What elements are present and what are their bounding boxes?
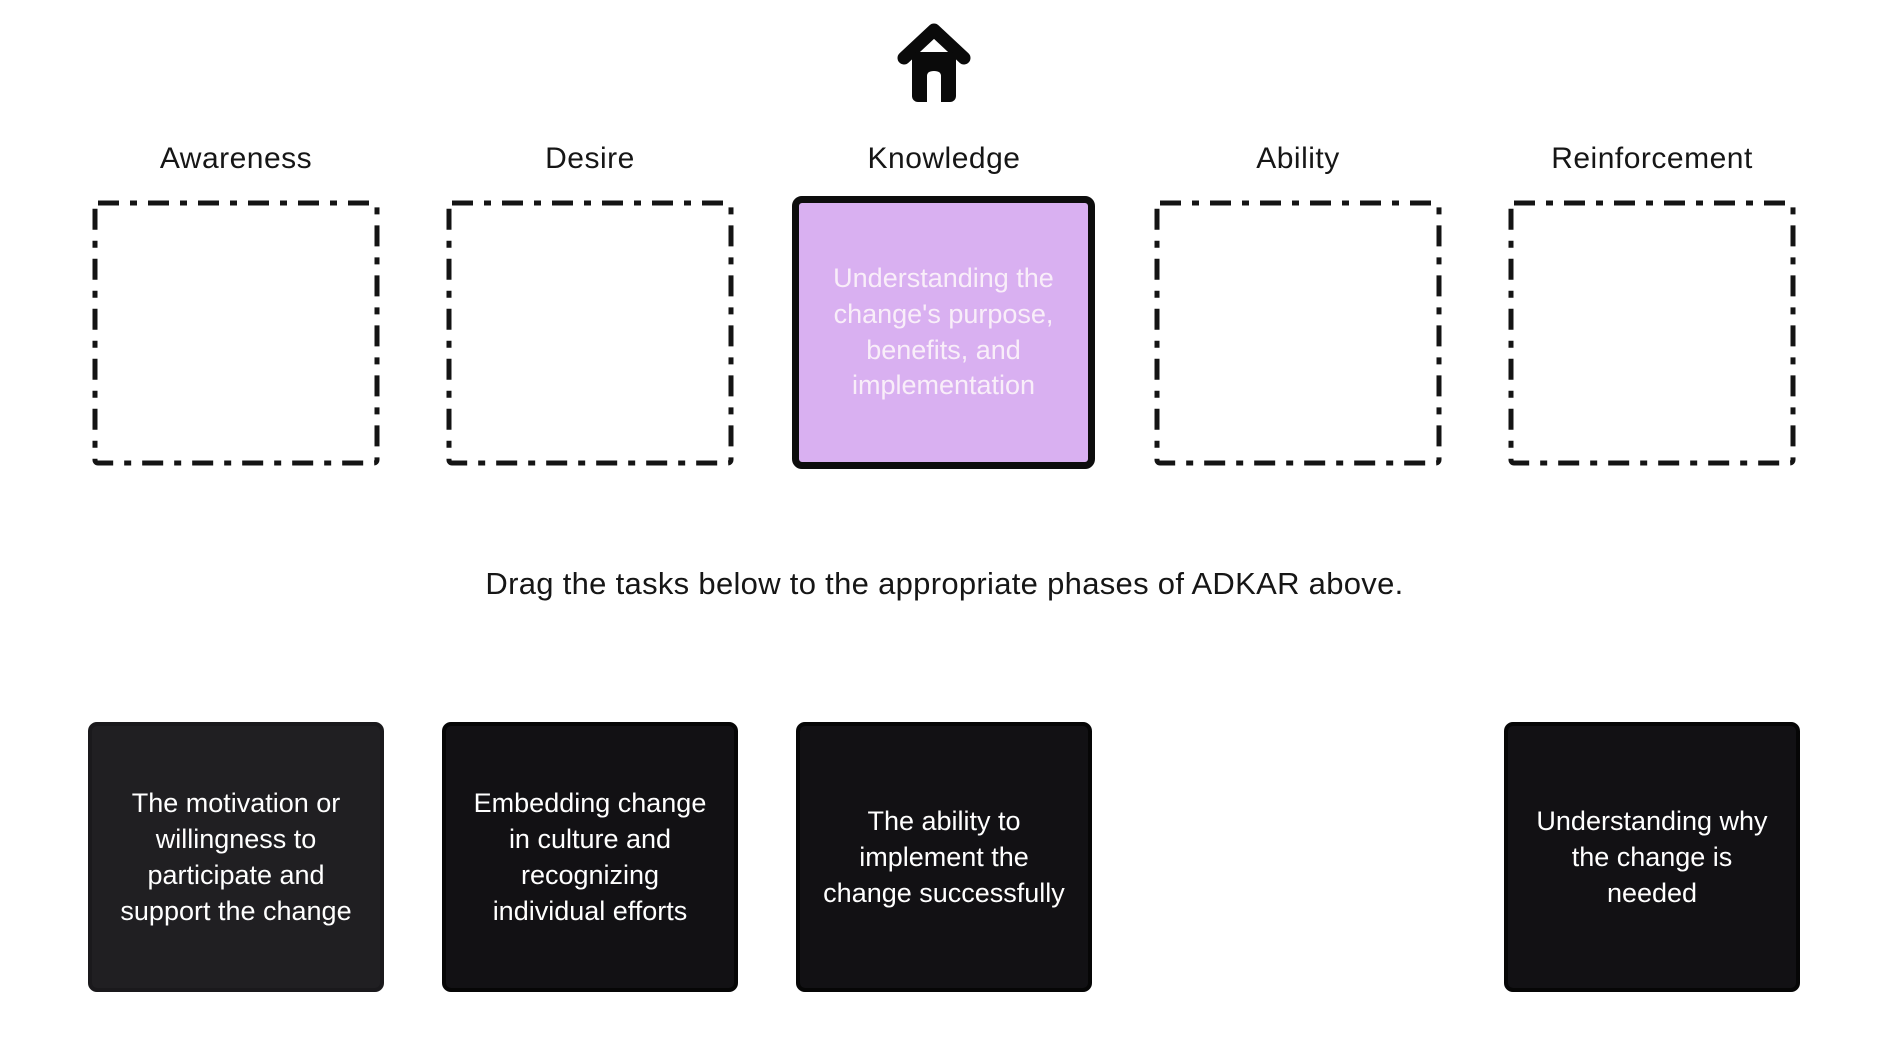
dropzone-awareness[interactable] [92, 200, 380, 466]
home-icon [897, 23, 971, 102]
task-card-understanding-why[interactable]: Understanding why the change is needed [1504, 722, 1800, 992]
task-card-ability[interactable]: The ability to implement the change succ… [796, 722, 1092, 992]
phase-column-reinforcement: Reinforcement [1508, 140, 1796, 466]
dropzone-ability[interactable] [1154, 200, 1442, 466]
phase-label: Awareness [159, 142, 313, 175]
placed-task-text: Understanding the change's purpose, bene… [833, 263, 1054, 401]
dashed-border [446, 200, 734, 466]
dashed-border [1508, 200, 1796, 466]
phase-label: Knowledge [867, 142, 1021, 175]
phase-column-desire: Desire [446, 140, 734, 466]
placed-task-card-knowledge[interactable]: Understanding the change's purpose, bene… [792, 196, 1095, 469]
task-card-embedding[interactable]: Embedding change in culture and recogniz… [442, 722, 738, 992]
phase-column-ability: Ability [1154, 140, 1442, 466]
dashed-border [1154, 200, 1442, 466]
phase-column-awareness: Awareness [92, 140, 380, 466]
task-card-motivation[interactable]: The motivation or willingness to partici… [88, 722, 384, 992]
phase-label: Reinforcement [1551, 142, 1753, 175]
task-card-text: The ability to implement the change succ… [823, 805, 1065, 909]
dropzone-reinforcement[interactable] [1508, 200, 1796, 466]
dashed-border [92, 200, 380, 466]
phase-column-knowledge: Knowledge Understanding the change's pur… [792, 140, 1095, 469]
phase-label: Ability [1256, 142, 1340, 175]
task-card-text: Understanding why the change is needed [1536, 805, 1768, 909]
dropzone-desire[interactable] [446, 200, 734, 466]
dropzone-knowledge[interactable]: Understanding the change's purpose, bene… [792, 196, 1095, 469]
task-card-text: Embedding change in culture and recogniz… [473, 787, 707, 927]
phase-label: Desire [545, 142, 635, 175]
task-card-text: The motivation or willingness to partici… [120, 787, 352, 927]
instruction-text: Drag the tasks below to the appropriate … [485, 566, 1404, 601]
home-button[interactable] [896, 18, 972, 108]
